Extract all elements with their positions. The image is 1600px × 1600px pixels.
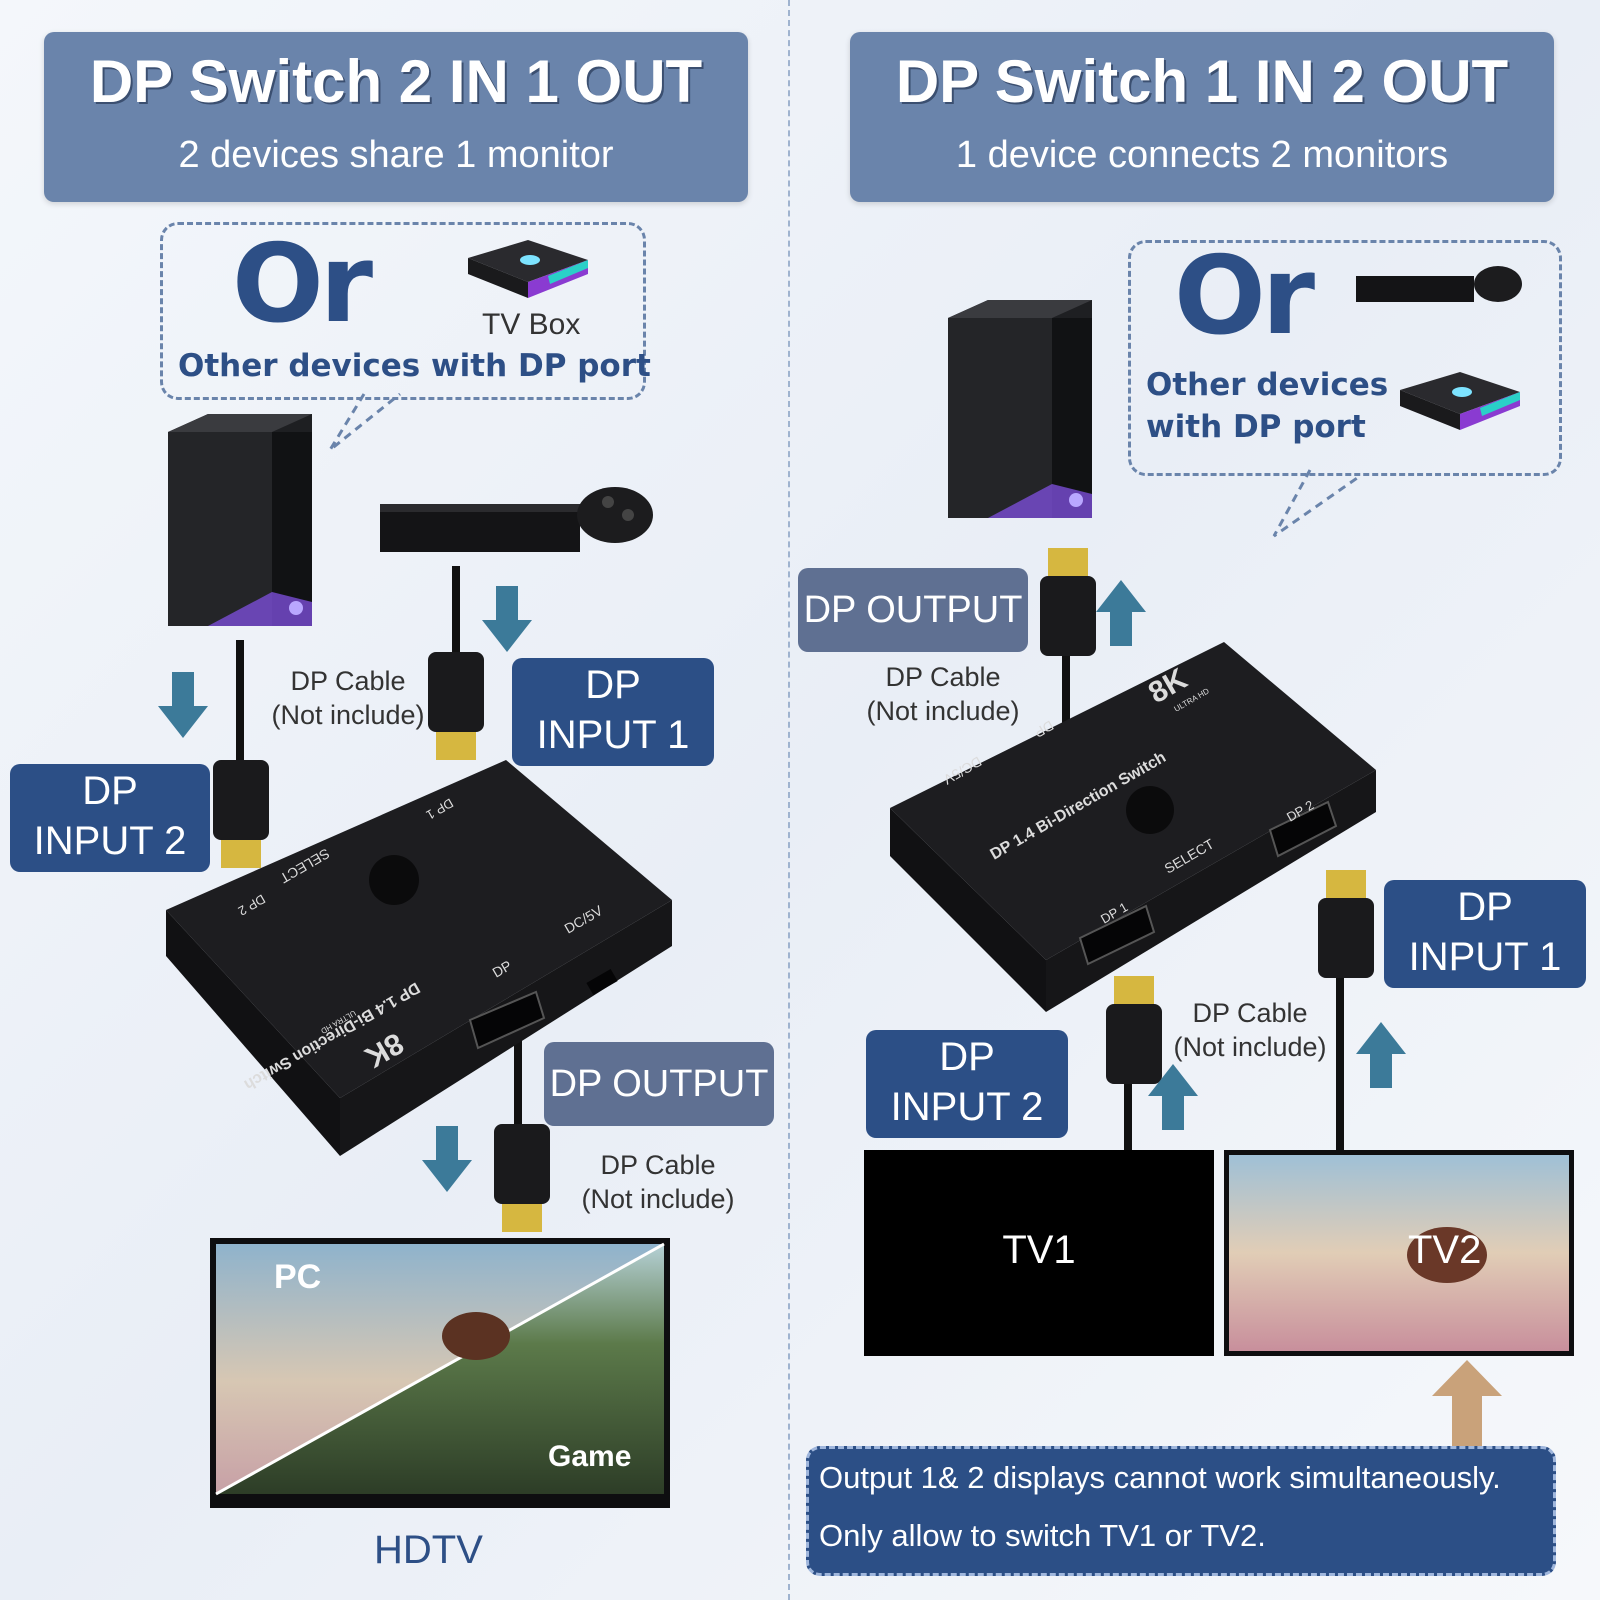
tv-box-icon (468, 240, 588, 298)
right-other-devices-bubble (1128, 240, 1562, 476)
right-header: DP Switch 1 IN 2 OUT 1 device connects 2… (850, 32, 1554, 202)
tv2-screen (1229, 1155, 1569, 1351)
right-input2-line2: INPUT 2 (890, 1085, 1044, 1129)
right-input2-line1: DP (939, 1035, 995, 1079)
hdtv-label: HDTV (374, 1528, 483, 1572)
right-dp-plug-input1 (1318, 870, 1374, 978)
left-arrow-down-output (422, 1126, 472, 1192)
left-cable-note-top: DP Cable (Not include) (258, 664, 438, 732)
right-dp-plug-output (1040, 548, 1096, 656)
right-note-box: Output 1& 2 displays cannot work simulta… (806, 1446, 1556, 1576)
right-game-console-icon (1356, 266, 1522, 302)
tv1-label: TV1 (1002, 1228, 1076, 1272)
right-cable-mid-line2: (Not include) (1173, 1032, 1327, 1062)
left-other-devices-text: Other devices with DP port (178, 348, 651, 384)
right-title: DP Switch 1 IN 2 OUT (895, 48, 1509, 115)
right-bubble-tail (1272, 469, 1361, 538)
hdtv-frame: PC Game (210, 1238, 670, 1508)
right-note-line1: Output 1& 2 displays cannot work simulta… (819, 1460, 1501, 1495)
left-dp-plug-input2 (213, 760, 269, 868)
left-or-text: Or (232, 222, 373, 347)
left-bubble-tail (328, 392, 401, 452)
left-switch-device: DP 1.4 Bi-Direction Switch 8K ULTRA HD S… (166, 760, 672, 1156)
right-switch-device: DP 1.4 Bi-Direction Switch 8K ULTRA HD S… (890, 642, 1376, 1012)
right-output-label: DP OUTPUT (798, 568, 1028, 652)
left-input2-line1: DP (82, 769, 138, 813)
left-arrow-down-input1 (482, 586, 532, 652)
left-input2-line2: INPUT 2 (33, 819, 187, 863)
hdtv-screen (215, 1242, 665, 1496)
hdtv-game-label: Game (548, 1440, 632, 1473)
right-arrow-up-output (1096, 580, 1146, 646)
left-input1-line1: DP (585, 663, 641, 707)
right-arrow-up-input2 (1148, 1064, 1198, 1130)
hdtv-pc-label: PC (274, 1258, 322, 1296)
right-input1-label: DP INPUT 1 (1384, 880, 1586, 988)
right-cable-note-mid: DP Cable (Not include) (1160, 996, 1340, 1064)
right-input1-line1: DP (1457, 885, 1513, 929)
left-input1-line2: INPUT 1 (536, 713, 690, 757)
left-input2-label: DP INPUT 2 (10, 764, 210, 872)
tv-box-label: TV Box (482, 308, 581, 341)
left-cable-note-bottom: DP Cable (Not include) (568, 1148, 748, 1216)
right-cable-top-line2: (Not include) (866, 696, 1020, 726)
right-or-text: Or (1174, 234, 1315, 359)
left-header: DP Switch 2 IN 1 OUT 2 devices share 1 m… (44, 32, 748, 202)
tv1-frame: TV1 (864, 1150, 1214, 1356)
tv2-label: TV2 (1408, 1228, 1482, 1272)
left-title: DP Switch 2 IN 1 OUT (89, 48, 703, 115)
right-cable-mid-line1: DP Cable (1192, 998, 1308, 1028)
right-note-line2: Only allow to switch TV1 or TV2. (819, 1518, 1266, 1553)
right-other-devices-line2: with DP port (1146, 409, 1366, 445)
right-input1-line2: INPUT 1 (1408, 935, 1562, 979)
left-subtitle: 2 devices share 1 monitor (178, 134, 614, 176)
left-arrow-down-input2 (158, 672, 208, 738)
right-subtitle: 1 device connects 2 monitors (955, 134, 1449, 176)
tv2-frame: TV2 (1224, 1150, 1574, 1356)
left-input1-label: DP INPUT 1 (512, 658, 714, 766)
right-other-devices-line1: Other devices (1146, 367, 1389, 403)
right-cable-note-top: DP Cable (Not include) (848, 660, 1038, 728)
left-cable-bottom-line1: DP Cable (600, 1150, 716, 1180)
right-input2-label: DP INPUT 2 (866, 1030, 1068, 1138)
center-divider (788, 0, 790, 1600)
left-cable-top-line1: DP Cable (290, 666, 406, 696)
right-other-devices-text: Other devices with DP port (1146, 364, 1388, 448)
right-tv-box-icon (1400, 372, 1520, 430)
left-cable-bottom-line2: (Not include) (581, 1184, 735, 1214)
tan-arrow-up-icon (1432, 1360, 1502, 1450)
left-other-devices-bubble (160, 222, 646, 400)
right-dp-plug-input2 (1106, 976, 1162, 1084)
left-cable-top-line2: (Not include) (271, 700, 425, 730)
left-output-label: DP OUTPUT (544, 1042, 774, 1126)
right-arrow-up-input1 (1356, 1022, 1406, 1088)
left-game-console-icon (380, 487, 653, 552)
left-dp-plug-output (494, 1124, 550, 1232)
right-pc-tower-icon (948, 300, 1092, 518)
left-pc-tower-icon (168, 414, 312, 626)
right-cable-top-line1: DP Cable (885, 662, 1001, 692)
left-dp-plug-input1 (428, 652, 484, 760)
